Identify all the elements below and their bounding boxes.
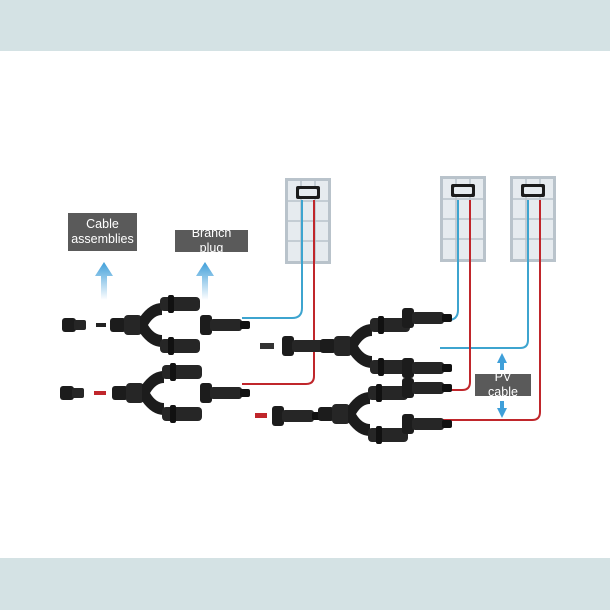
mc4-plug-icon-5 (200, 383, 250, 403)
cable-assemblies-label: Cable assemblies (68, 213, 137, 251)
diagram-canvas (0, 51, 610, 558)
wire-neg-panel1 (242, 200, 303, 319)
y-branch-connector-icon-1 (110, 295, 200, 355)
connector-row-bottom-right (255, 378, 452, 444)
up-arrow-icon-2 (196, 262, 214, 300)
wire-pos-panel1 (242, 200, 315, 385)
pv-cable-label: PV cable (475, 370, 531, 399)
solar-panel-icon-2 (439, 175, 487, 263)
mc4-plug-icon-3 (402, 308, 452, 328)
top-band (0, 0, 610, 51)
double-arrow-icon (497, 353, 507, 418)
mc4-plug-icon-7 (402, 378, 452, 398)
connector-row-top-left (62, 295, 250, 355)
y-branch-connector-icon-2 (320, 316, 410, 376)
y-branch-connector-icon-3 (112, 363, 202, 423)
y-branch-connector-icon-4 (318, 384, 408, 444)
mc4-plug-icon-4 (402, 358, 452, 378)
wire-neg-panel3 (440, 200, 529, 349)
wire-pos-panel2 (445, 200, 471, 391)
solar-panel-icon-1 (284, 177, 332, 265)
branch-plug-label: Branch plug (175, 226, 248, 255)
solar-panel-icon-3 (509, 175, 557, 263)
bottom-band (0, 558, 610, 610)
connector-row-top-right (260, 308, 452, 378)
pv-cable-wires (242, 200, 541, 421)
connector-row-bottom-left (60, 363, 250, 423)
wire-pos-panel3 (440, 200, 541, 421)
mc4-plug-icon-6 (272, 406, 322, 426)
up-arrow-icon-1 (95, 262, 113, 300)
mc4-plug-icon-8 (402, 414, 452, 434)
